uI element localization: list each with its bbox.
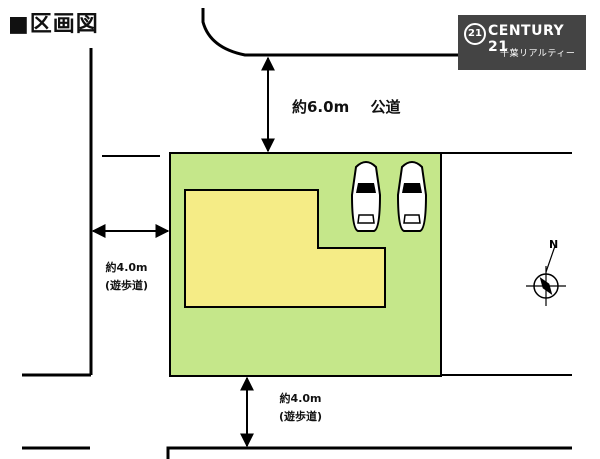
compass-north-label: N xyxy=(549,238,558,251)
bottom-pathway-type: (遊歩道) xyxy=(279,410,323,423)
top-road-boundary xyxy=(201,8,458,57)
logo-mark: 21 xyxy=(464,23,486,45)
parked-car xyxy=(350,161,382,232)
logo-brand-name: CENTURY 21 xyxy=(488,23,565,55)
century21-logo: 21 CENTURY 21 千葉リアルティー xyxy=(458,15,586,70)
left-pathway-width: 約4.0m xyxy=(105,261,148,274)
bottom-pathway-label: 約4.0m (遊歩道) xyxy=(279,390,322,426)
top-road-width-label: 約6.0m 公道 xyxy=(292,96,400,117)
top-road-type: 公道 xyxy=(370,98,401,116)
building-footprint xyxy=(184,189,386,308)
bottom-pathway-width: 約4.0m xyxy=(279,392,322,405)
bottom-pathway-right-edge xyxy=(166,446,572,459)
page-title: ■区画図 xyxy=(8,12,99,37)
top-road-width: 約6.0m xyxy=(292,98,350,116)
logo-company-name: 千葉リアルティー xyxy=(500,49,576,59)
left-pathway-type: (遊歩道) xyxy=(105,279,149,292)
left-pathway-label: 約4.0m (遊歩道) xyxy=(105,259,148,295)
parked-car xyxy=(396,161,428,232)
compass-icon xyxy=(526,245,566,306)
